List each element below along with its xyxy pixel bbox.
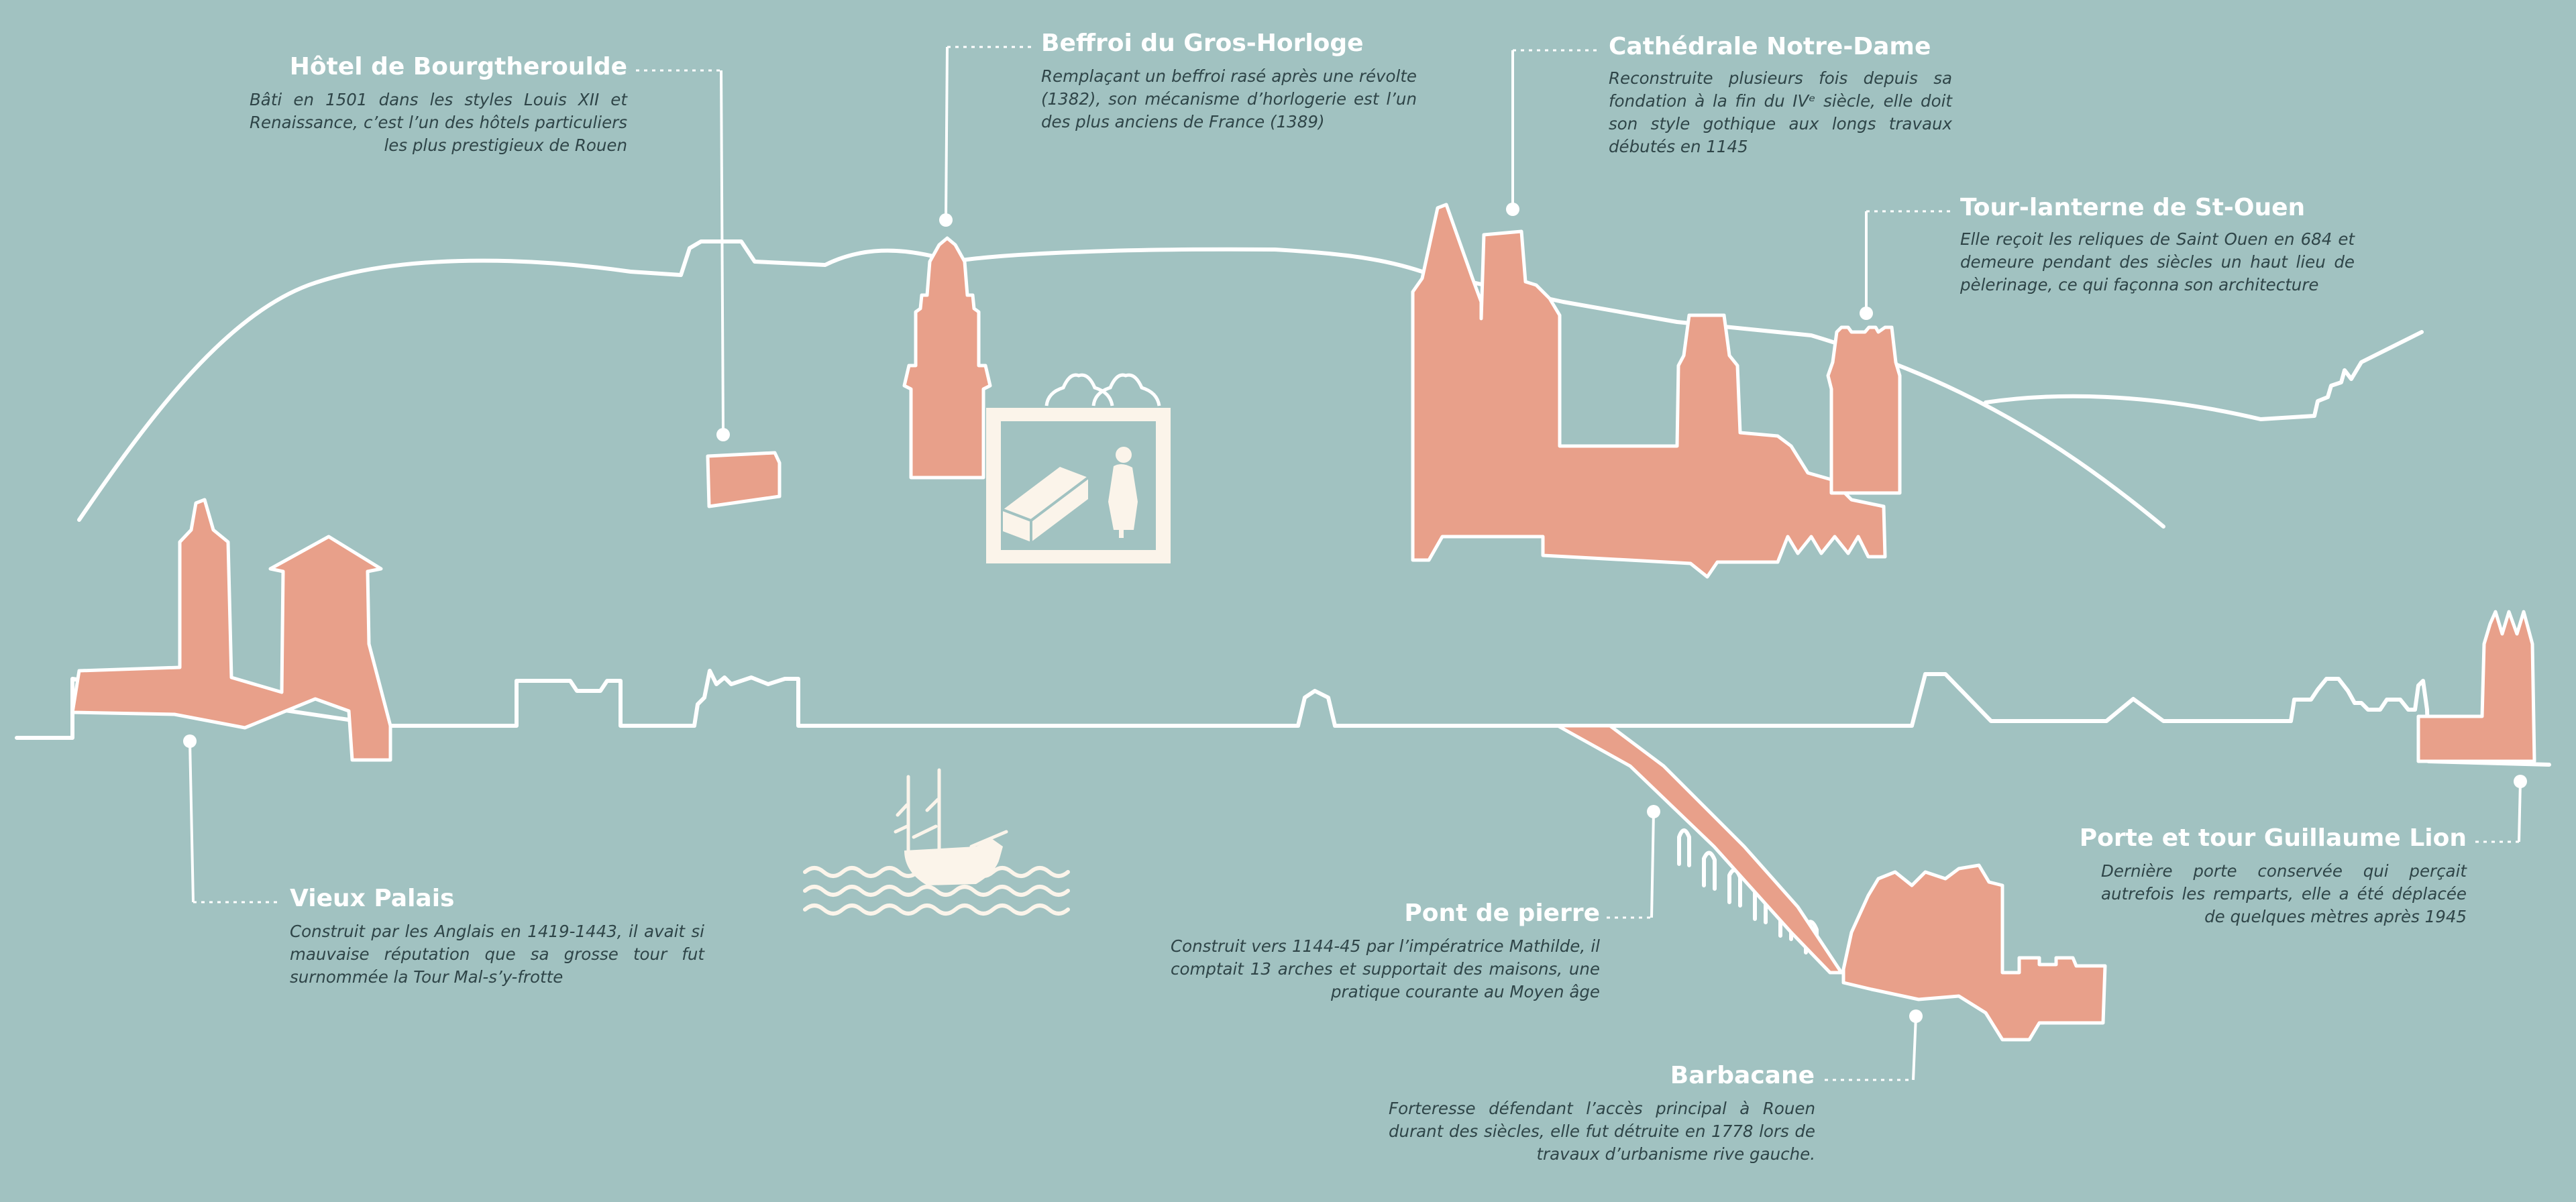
vieux-palais-description: Construit par les Anglais en 1419-1443, … (290, 922, 704, 987)
bourgtheroulde-title: Hôtel de Bourgtheroulde (289, 53, 627, 80)
barbacane-description: Forteresse défendant l’accès principal à… (1389, 1099, 1815, 1164)
guillaume-lion-description: Dernière porte conservée qui perçait aut… (2101, 861, 2467, 926)
far-hill (1984, 330, 2424, 421)
saint-ouen-shape (1826, 325, 1902, 495)
waves-icon (803, 866, 1070, 916)
saint-ouen-title: Tour-lanterne de St-Ouen (1960, 194, 2306, 221)
pont-pierre-title: Pont de pierre (1404, 899, 1600, 927)
quay-line (15, 669, 2551, 767)
bourgtheroulde-description: Bâti en 1501 dans les styles Louis XII e… (250, 90, 627, 155)
guillaume-lion-title: Porte et tour Guillaume Lion (2079, 824, 2467, 852)
clock-icon (986, 373, 1171, 563)
cathedrale-description: Reconstruite plusieurs fois depuis sa fo… (1609, 68, 1952, 156)
pont-pierre-description: Construit vers 1144-45 par l’impératrice… (1171, 936, 1600, 1001)
cathedrale-shape (1411, 203, 1887, 579)
boat-icon (894, 768, 1008, 885)
vieux-palais-shape (70, 498, 392, 762)
vieux-palais-title: Vieux Palais (290, 885, 455, 912)
barbacane-shape (1841, 863, 2107, 1042)
beffroi-shape (902, 236, 992, 480)
beffroi-description: Remplaçant un beffroi rasé après une rév… (1041, 66, 1417, 131)
cathedrale-title: Cathédrale Notre-Dame (1609, 33, 1931, 60)
bourgtheroulde-shape (706, 451, 782, 508)
barbacane-title: Barbacane (1670, 1062, 1815, 1089)
pont-pierre-shape (1556, 724, 1843, 975)
guillaume-lion-shape (2416, 610, 2536, 763)
beffroi-title: Beffroi du Gros-Horloge (1041, 30, 1364, 57)
saint-ouen-description: Elle reçoit les reliques de Saint Ouen e… (1960, 229, 2355, 294)
